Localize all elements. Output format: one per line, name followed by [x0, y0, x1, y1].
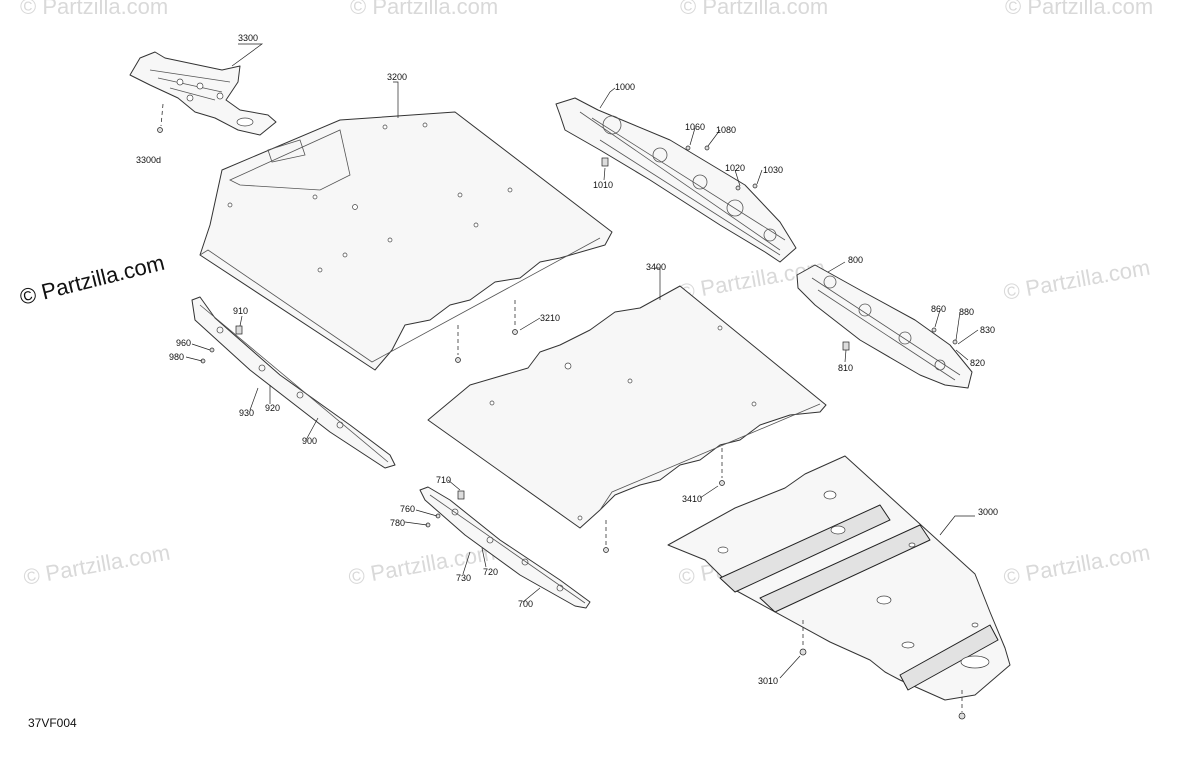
watermark-text: © Partzilla.com — [1005, 0, 1153, 19]
label-3210: 3210 — [540, 313, 560, 323]
part-700-side-step — [419, 486, 591, 609]
label-920: 920 — [265, 403, 280, 413]
label-1060: 1060 — [685, 122, 705, 132]
label-780: 780 — [390, 518, 405, 528]
label-1080: 1080 — [716, 125, 736, 135]
label-910: 910 — [233, 306, 248, 316]
label-3200: 3200 — [387, 72, 407, 82]
label-1030: 1030 — [763, 165, 783, 175]
watermark-text: © Partzilla.com — [1002, 255, 1152, 305]
label-760: 760 — [400, 504, 415, 514]
label-720: 720 — [483, 567, 498, 577]
label-960: 960 — [176, 338, 191, 348]
part-3200-floor-panel — [199, 111, 613, 371]
part-900-side-step — [191, 296, 396, 469]
part-3400-floor-panel — [427, 285, 827, 529]
watermark-text: © Partzilla.com — [1002, 540, 1152, 590]
label-830: 830 — [980, 325, 995, 335]
watermark-text: © Partzilla.com — [347, 540, 497, 590]
copyright-text: © Partzilla.com — [17, 250, 167, 310]
label-980: 980 — [169, 352, 184, 362]
label-3300: 3300 — [238, 33, 258, 43]
label-820: 820 — [970, 358, 985, 368]
label-730: 730 — [456, 573, 471, 583]
label-3010: 3010 — [758, 676, 778, 686]
label-900: 900 — [302, 436, 317, 446]
part-800-side-rail — [796, 264, 973, 389]
label-810: 810 — [838, 363, 853, 373]
label-3000: 3000 — [978, 507, 998, 517]
label-860: 860 — [931, 304, 946, 314]
diagram-code: 37VF004 — [28, 716, 77, 730]
label-3410: 3410 — [682, 494, 702, 504]
label-3300d: 3300d — [136, 155, 161, 165]
label-1010: 1010 — [593, 180, 613, 190]
part-labels: 3300 3300d 3200 3210 3400 3410 3000 3010… — [136, 33, 998, 686]
watermark-text: © Partzilla.com — [350, 0, 498, 19]
label-700: 700 — [518, 599, 533, 609]
label-880: 880 — [959, 307, 974, 317]
watermark-text: © Partzilla.com — [20, 0, 168, 19]
leader-lines — [185, 43, 979, 679]
label-930: 930 — [239, 408, 254, 418]
watermark-text: © Partzilla.com — [680, 0, 828, 19]
label-1020: 1020 — [725, 163, 745, 173]
label-800: 800 — [848, 255, 863, 265]
label-1000: 1000 — [615, 82, 635, 92]
watermark-text: © Partzilla.com — [22, 540, 172, 590]
part-1000-side-rail — [555, 97, 797, 263]
label-710: 710 — [436, 475, 451, 485]
part-3300-bracket — [129, 51, 277, 136]
part-3000-skid-plate — [667, 455, 1011, 701]
label-3400: 3400 — [646, 262, 666, 272]
